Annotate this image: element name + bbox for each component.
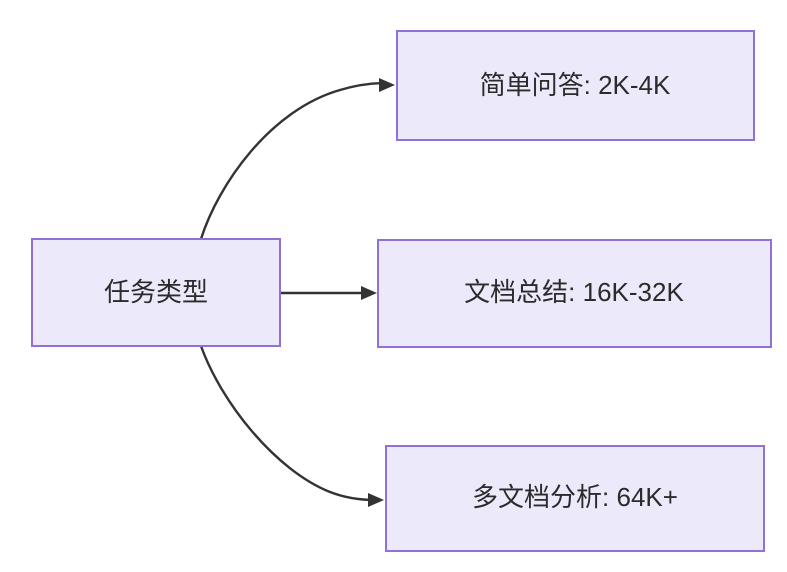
node-task-type[interactable]: 任务类型 [31, 238, 281, 347]
node-doc-summary-box[interactable] [377, 239, 772, 348]
edge-task-type-to-multi-doc-analysis [199, 345, 384, 507]
node-multi-doc-analysis-box[interactable] [385, 445, 765, 552]
node-doc-summary-label: 文档总结: 16K-32K [464, 277, 684, 307]
arrowhead-doc-summary [361, 286, 377, 300]
edge-task-type-to-simple-qa [199, 78, 395, 240]
node-multi-doc-analysis-label: 多文档分析: 64K+ [472, 482, 678, 512]
node-multi-doc-analysis[interactable]: 多文档分析: 64K+ [385, 445, 765, 552]
node-group: 任务类型 简单问答: 2K-4K 文档总结: 16K-32K 多文档分析: 64… [31, 30, 772, 552]
arrowhead-multi-doc-analysis [368, 493, 384, 507]
arrowhead-simple-qa [379, 78, 395, 92]
node-task-type-box[interactable] [31, 238, 281, 347]
node-simple-qa-box[interactable] [396, 30, 755, 141]
edge-path-simple-qa [199, 81, 387, 240]
node-doc-summary[interactable]: 文档总结: 16K-32K [377, 239, 772, 348]
edge-group [199, 78, 395, 507]
edge-task-type-to-doc-summary [281, 286, 377, 300]
edge-path-multi-doc-analysis [199, 345, 376, 502]
node-simple-qa[interactable]: 简单问答: 2K-4K [396, 30, 755, 141]
node-simple-qa-label: 简单问答: 2K-4K [480, 70, 671, 100]
node-task-type-label: 任务类型 [104, 277, 208, 307]
